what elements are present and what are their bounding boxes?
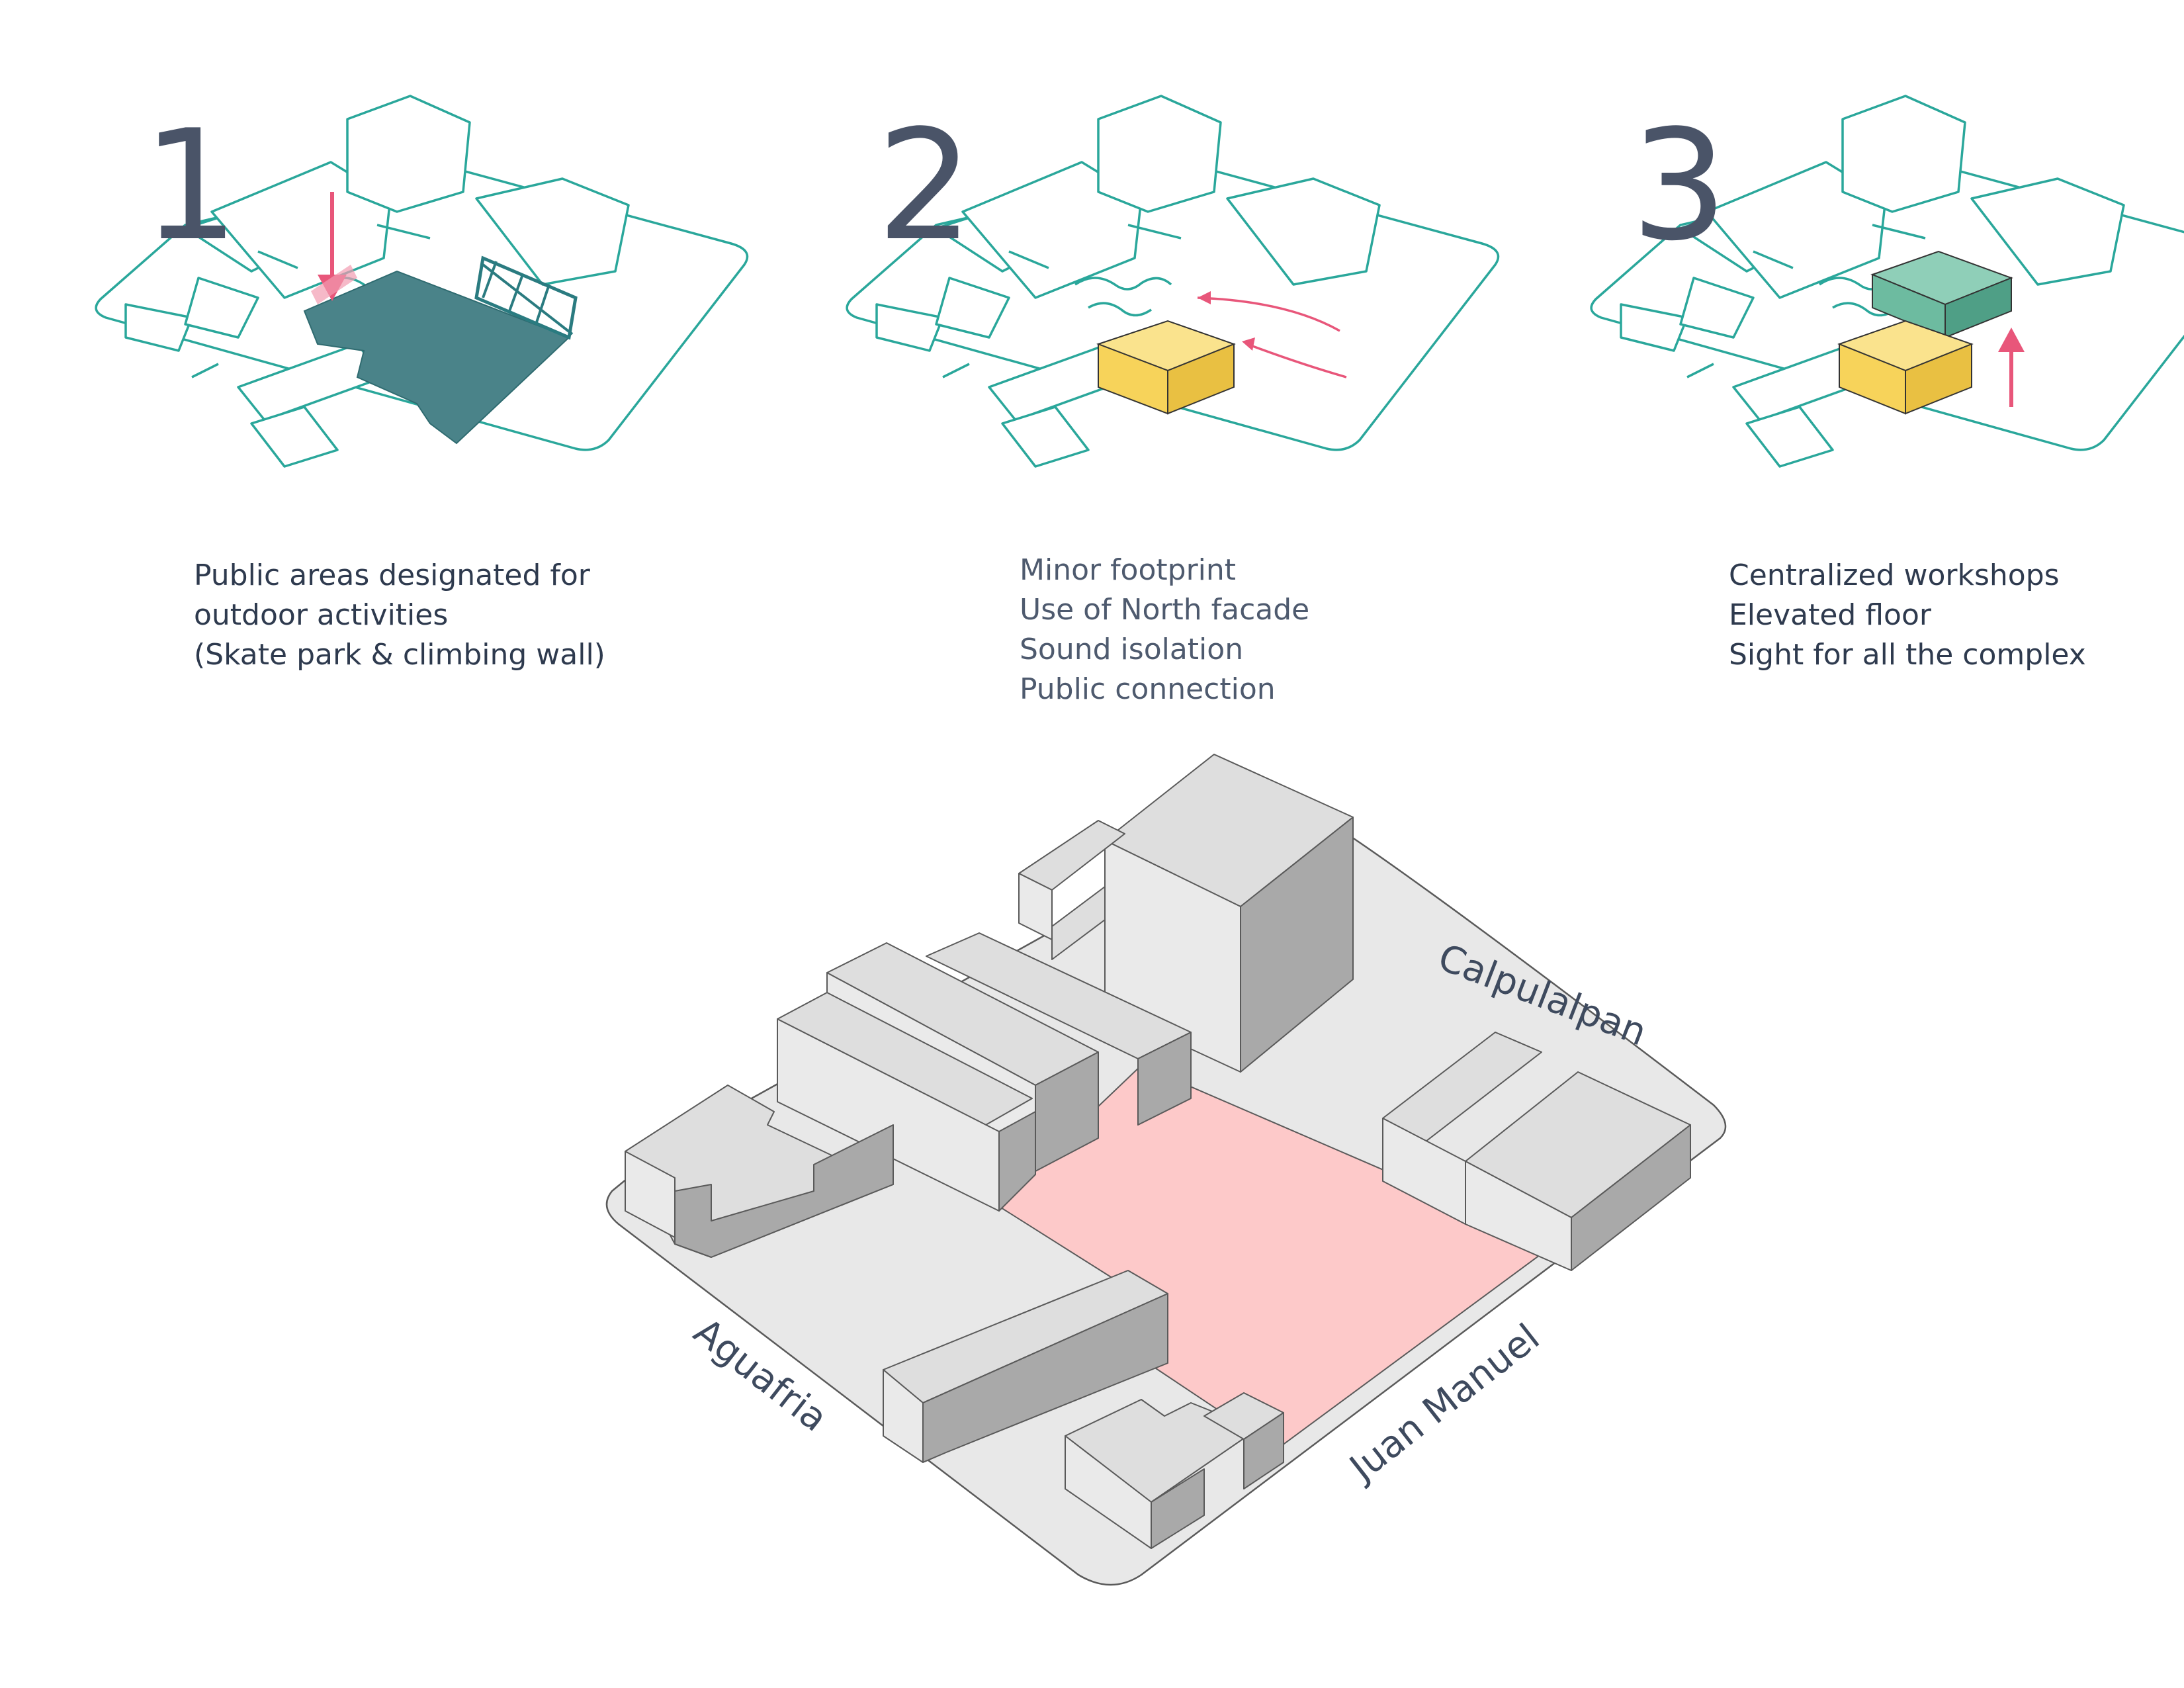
elevated-volume (1870, 250, 2013, 339)
row-buildings (777, 932, 1192, 1212)
right-buildings (1382, 1032, 1691, 1271)
step-3-caption-line-3: Sight for all the complex (1729, 638, 2086, 672)
step-1-caption-line-2: outdoor activities (194, 598, 448, 632)
footprint-volume (1096, 320, 1236, 415)
step-2-number: 2 (877, 98, 973, 275)
step-3-diagram (1590, 95, 2184, 468)
left-buildings (625, 1085, 894, 1258)
step-1-caption-line-3: (Skate park & climbing wall) (194, 638, 605, 672)
front-buildings (883, 1270, 1284, 1549)
step-2-caption-line-2: Use of North facade (1020, 593, 1309, 627)
step-3-caption-line-2: Elevated floor (1729, 598, 1932, 632)
connection-arrows-icon (1197, 291, 1347, 378)
step-2-caption-line-4: Public connection (1020, 672, 1276, 706)
up-arrow-icon (1998, 328, 2025, 407)
step-3-caption-line-1: Centralized workshops (1729, 558, 2060, 592)
step-2-caption-line-3: Sound isolation (1020, 633, 1243, 666)
down-arrow-icon (311, 192, 357, 304)
footprint-volume (1837, 320, 1974, 415)
step-2-caption-line-1: Minor footprint (1020, 553, 1236, 587)
step-2-diagram (846, 95, 1500, 468)
step-1-number: 1 (142, 98, 239, 275)
step-1-caption-line-1: Public areas designated for (194, 558, 591, 592)
site-model (605, 754, 1727, 1586)
step-3-number: 3 (1631, 98, 1727, 275)
public-area-fill (303, 270, 570, 445)
step-1-diagram (95, 95, 749, 468)
climbing-wall (474, 255, 578, 340)
back-low-blocks (1018, 820, 1125, 960)
